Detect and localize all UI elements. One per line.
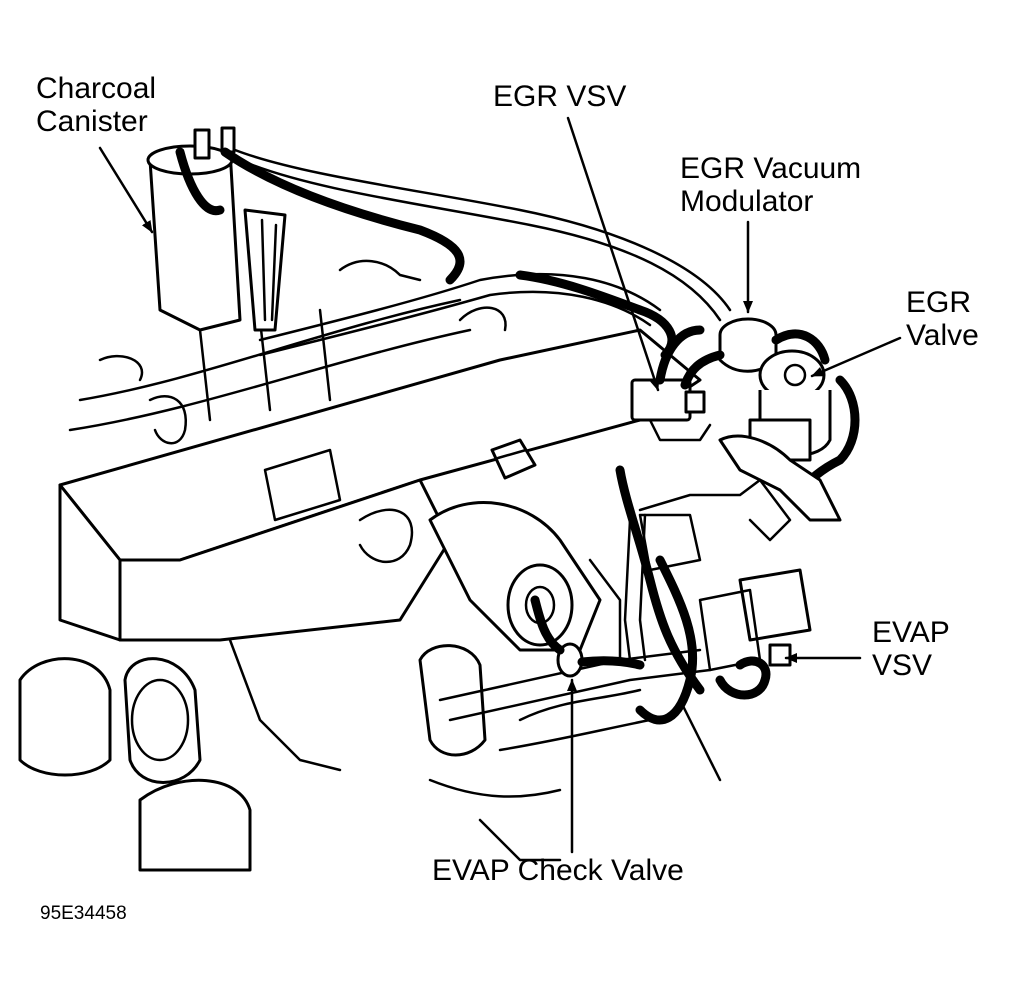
egr-valve-part xyxy=(718,349,860,522)
charcoal-canister xyxy=(146,126,287,332)
label-evap-check-valve: EVAP Check Valve xyxy=(432,854,684,887)
label-egr-vsv: EGR VSV xyxy=(493,80,626,113)
label-evap-check-valve-text: EVAP Check Valve xyxy=(432,854,684,887)
label-charcoal-canister: Charcoal Canister xyxy=(36,72,156,138)
label-egr-vsv-text: EGR VSV xyxy=(493,80,627,113)
center-harness xyxy=(588,465,792,725)
leader-lines xyxy=(98,116,902,854)
engine-block xyxy=(58,298,702,642)
intake-assembly xyxy=(418,501,712,862)
figure-id: 95E34458 xyxy=(40,903,127,924)
evap-vsv-part xyxy=(678,568,812,782)
label-evap-vsv-line2: VSV xyxy=(872,649,933,682)
hose-lines xyxy=(175,147,732,360)
label-egr-vacuum-modulator: EGR Vacuum Modulator xyxy=(680,152,861,218)
sensor-connector xyxy=(490,438,537,480)
egr-vsv-part xyxy=(630,325,712,442)
label-egr-valve: EGR Valve xyxy=(906,286,979,352)
label-egr-vacuum-modulator-line2: Modulator xyxy=(680,185,814,218)
label-charcoal-canister-line1: Charcoal xyxy=(36,72,157,105)
evap-check-valve-part xyxy=(530,595,645,678)
label-evap-vsv-line1: EVAP xyxy=(872,616,950,649)
engine-lower-left xyxy=(18,638,342,872)
label-egr-valve-line1: EGR xyxy=(906,286,972,319)
label-evap-vsv: EVAP VSV xyxy=(872,616,950,682)
label-egr-valve-line2: Valve xyxy=(906,319,979,352)
label-charcoal-canister-line2: Canister xyxy=(36,105,148,138)
egr-vacuum-modulator-part xyxy=(680,317,830,390)
label-egr-vacuum-modulator-line1: EGR Vacuum xyxy=(680,152,862,185)
